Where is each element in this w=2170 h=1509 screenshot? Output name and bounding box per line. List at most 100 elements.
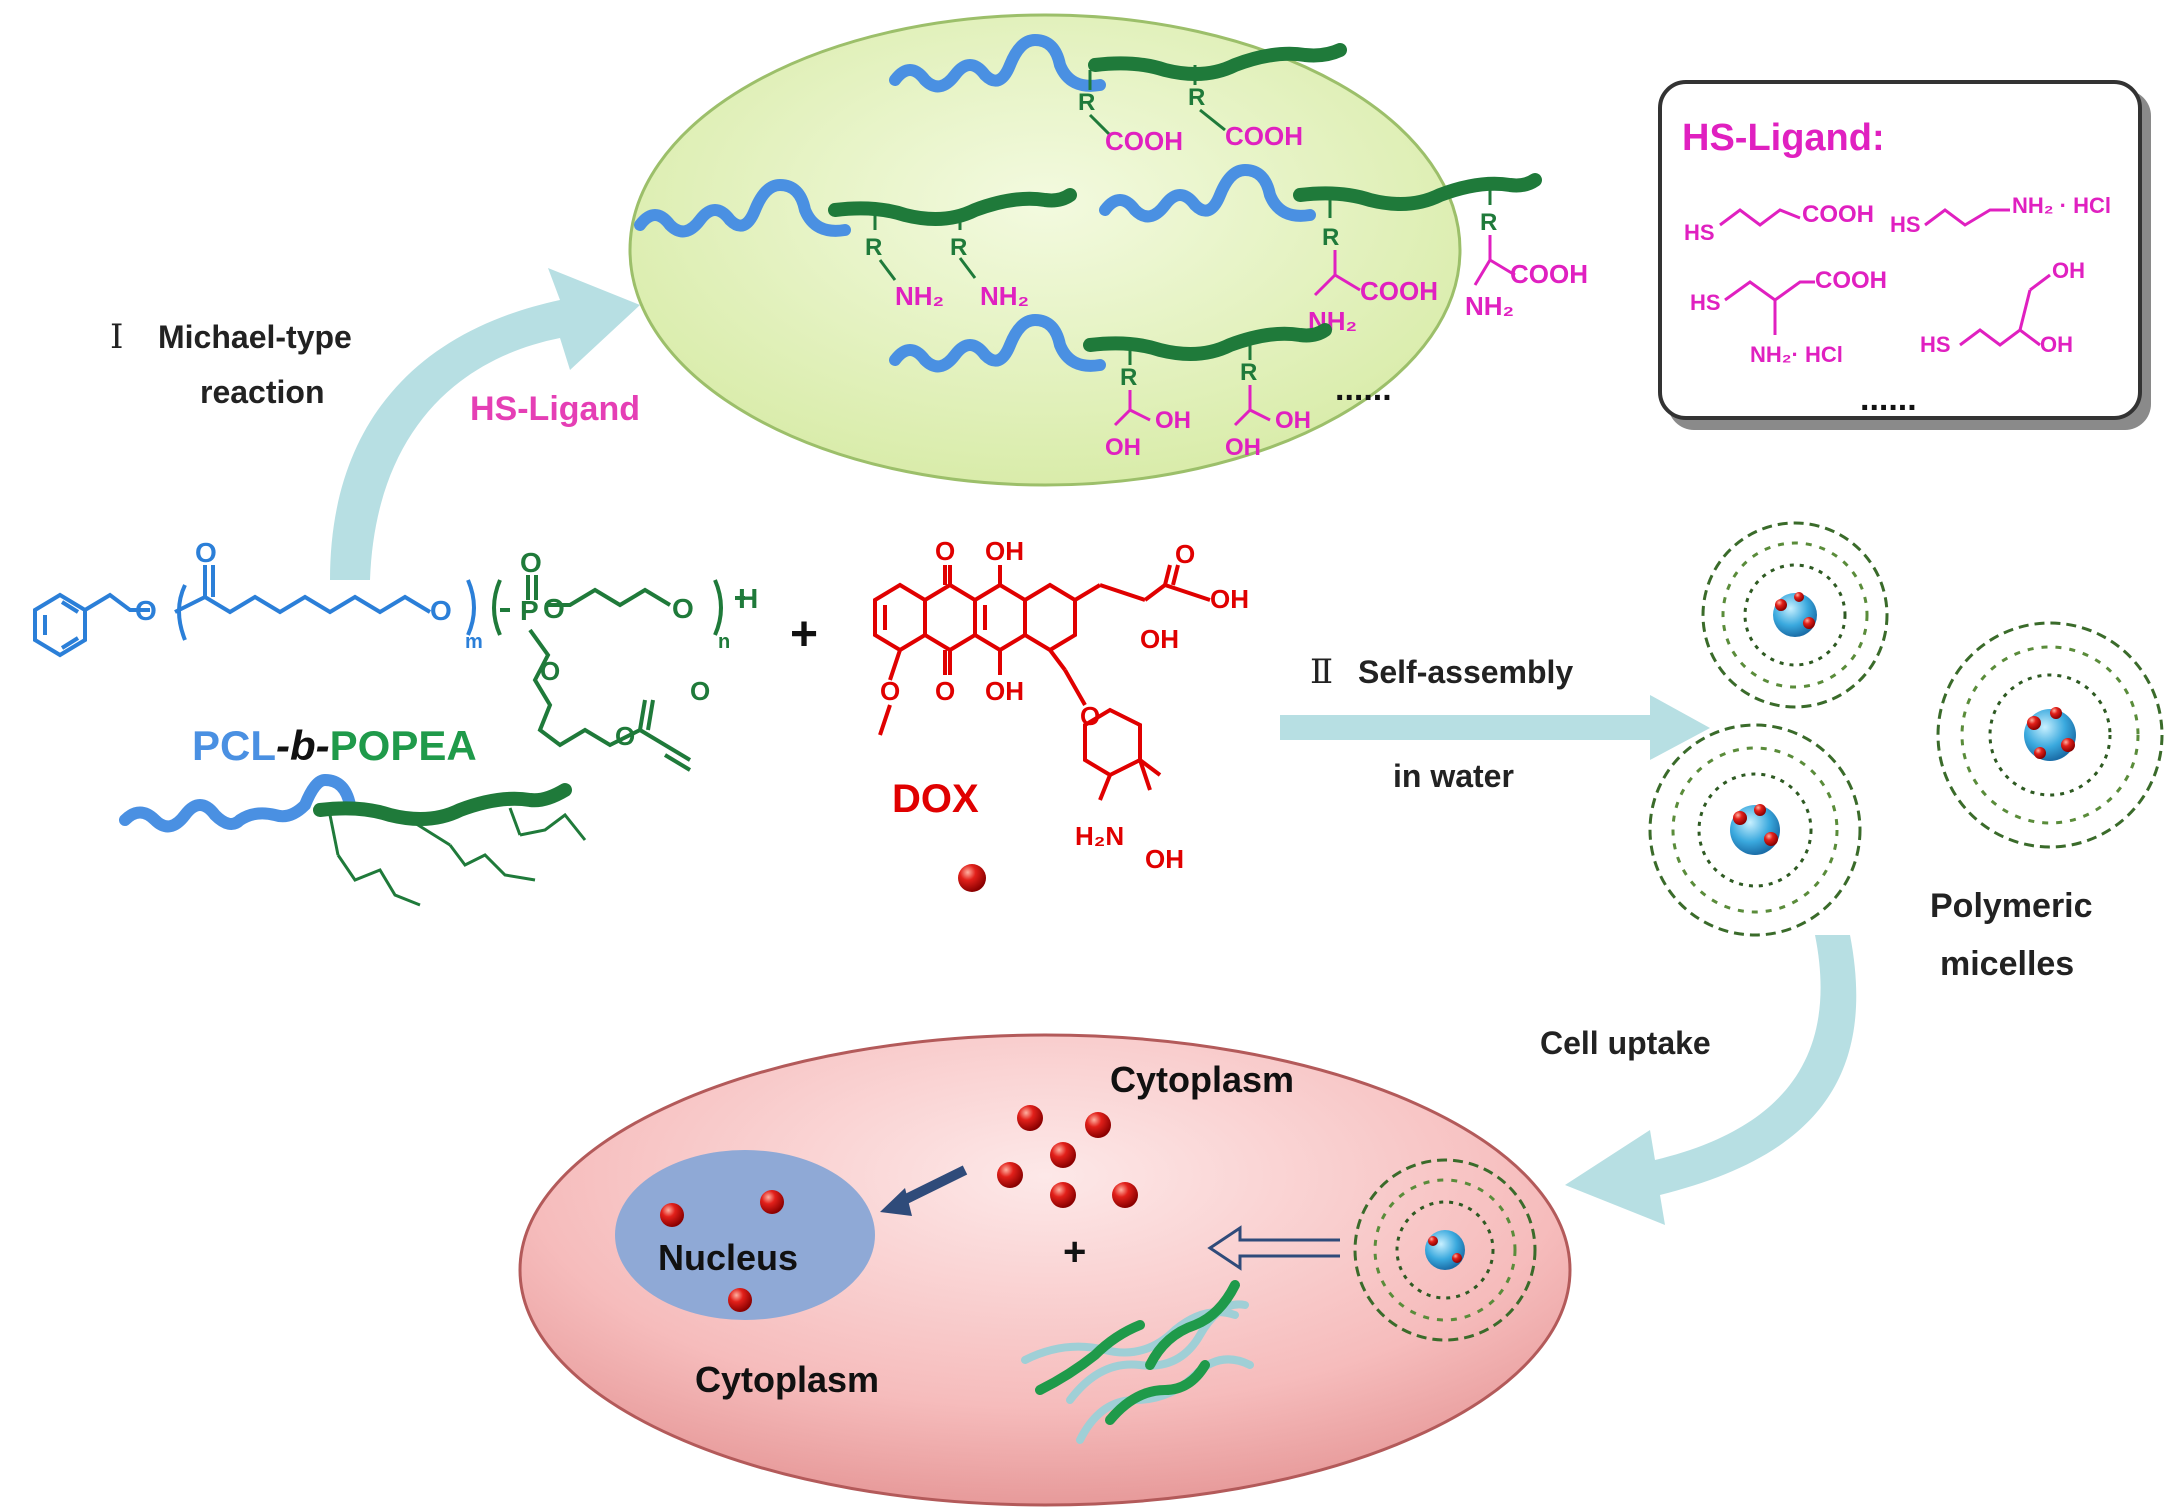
step1-line2: reaction bbox=[200, 374, 324, 410]
r-label: R bbox=[1120, 364, 1137, 391]
cell-plus-sign: + bbox=[1063, 1230, 1086, 1274]
dox-label: DOX bbox=[892, 777, 979, 821]
dox-oh-ring: OH bbox=[1140, 624, 1179, 654]
ligand3-group1: COOH bbox=[1815, 267, 1887, 294]
r-label: R bbox=[865, 234, 882, 261]
dox-oh-sugar: OH bbox=[1145, 844, 1184, 874]
oh-label: OH bbox=[1275, 407, 1311, 434]
subscript-m: m bbox=[465, 631, 483, 653]
micelles-label-1: Polymeric bbox=[1930, 887, 2093, 925]
dox-o-sugar: O bbox=[1175, 539, 1195, 569]
p-atom: P bbox=[520, 595, 539, 626]
copolymer-cartoon bbox=[119, 773, 587, 907]
name-pcl: PCL bbox=[192, 722, 276, 769]
dox-ball bbox=[728, 1288, 752, 1312]
o-atom: O bbox=[520, 547, 542, 578]
o-atom: O bbox=[615, 721, 635, 751]
plus-sign: + bbox=[790, 608, 818, 661]
micelle bbox=[1648, 723, 1862, 937]
o-atom: O bbox=[672, 593, 694, 624]
o-atom: O bbox=[430, 595, 452, 626]
o-atom: O bbox=[543, 593, 565, 624]
product-polymer-amino-acid bbox=[1099, 163, 1542, 297]
product-polymer-nh2 bbox=[634, 178, 1077, 281]
cell-uptake-label: Cell uptake bbox=[1540, 1025, 1711, 1061]
r-label: R bbox=[1322, 224, 1339, 251]
copolymer-structure bbox=[33, 565, 745, 772]
ligand-thioglycerol bbox=[1959, 273, 2051, 347]
o-atom: O bbox=[690, 676, 710, 706]
r-label: R bbox=[1078, 89, 1095, 116]
name-b: -b- bbox=[276, 722, 330, 769]
ligand2-group: NH₂ · HCl bbox=[2012, 193, 2111, 218]
dox-o-methoxy: O bbox=[880, 676, 900, 706]
ligand1-hs: HS bbox=[1684, 220, 1715, 245]
step1-numeral: Ⅰ bbox=[110, 317, 123, 357]
products-ellipsis: ...... bbox=[1335, 370, 1392, 408]
dox-ball bbox=[1050, 1142, 1076, 1168]
cooh-label: COOH bbox=[1510, 259, 1588, 289]
oh-label: OH bbox=[1155, 407, 1191, 434]
arrow-cell-uptake bbox=[1565, 935, 1857, 1225]
arrowhead-to-nucleus bbox=[880, 1188, 912, 1216]
dox-h2n: H₂N bbox=[1075, 821, 1124, 851]
ligand-box-ellipsis: ...... bbox=[1860, 380, 1917, 418]
nucleus bbox=[615, 1150, 875, 1320]
ligand4-hs: HS bbox=[1920, 332, 1951, 357]
micelle-in-cell bbox=[1353, 1158, 1537, 1342]
step2-line1: Self-assembly bbox=[1358, 654, 1573, 690]
ligand-mercaptopropionic-acid bbox=[1719, 208, 1801, 227]
dox-oh-right: OH bbox=[1210, 584, 1249, 614]
disassembled-polymers bbox=[1021, 1280, 1254, 1444]
dox-structure bbox=[873, 564, 1211, 801]
dox-oh-bottom: OH bbox=[985, 676, 1024, 706]
step2-numeral: Ⅱ bbox=[1310, 652, 1333, 692]
dox-ball bbox=[1085, 1112, 1111, 1138]
ligand-box bbox=[1658, 80, 2142, 420]
r-label: R bbox=[950, 234, 967, 261]
micelle bbox=[1701, 521, 1889, 709]
ligand-box-title: HS-Ligand: bbox=[1682, 117, 1885, 159]
ligand-cysteamine bbox=[1924, 208, 2010, 227]
dox-ball bbox=[1112, 1182, 1138, 1208]
dox-ball bbox=[1017, 1105, 1043, 1131]
dox-ball bbox=[958, 864, 986, 892]
micelles-label-2: micelles bbox=[1940, 945, 2074, 983]
ligand3-group2: NH₂· HCl bbox=[1750, 342, 1843, 367]
dox-o-bottom: O bbox=[935, 676, 955, 706]
ligand2-hs: HS bbox=[1890, 212, 1921, 237]
dox-o-glycoside: O bbox=[1080, 701, 1100, 731]
subscript-n: n bbox=[718, 631, 730, 653]
ligand-cysteine bbox=[1724, 280, 1815, 335]
r-label: R bbox=[1480, 209, 1497, 236]
dox-ball bbox=[997, 1162, 1023, 1188]
arrow1-label: HS-Ligand bbox=[470, 390, 640, 428]
o-atom: O bbox=[195, 537, 217, 568]
dox-oh-top: OH bbox=[985, 536, 1024, 566]
cooh-label: COOH bbox=[1225, 121, 1303, 151]
oh-label: OH bbox=[1105, 434, 1141, 461]
step2-line2: in water bbox=[1393, 758, 1514, 794]
cell bbox=[518, 1033, 1572, 1507]
cooh-label: COOH bbox=[1105, 126, 1183, 156]
ligand4-oh1: OH bbox=[2052, 258, 2085, 283]
h-atom: H bbox=[738, 583, 758, 614]
product-polymer-cooh bbox=[889, 33, 1347, 137]
arrow-self-assembly bbox=[1280, 695, 1710, 760]
name-popea: POPEA bbox=[330, 722, 477, 769]
ligand4-oh2: OH bbox=[2040, 332, 2073, 357]
arrow-michael-reaction bbox=[330, 268, 640, 580]
r-label: R bbox=[1188, 84, 1205, 111]
cooh-label: COOH bbox=[1360, 276, 1438, 306]
dox-ball bbox=[760, 1190, 784, 1214]
r-label: R bbox=[1240, 359, 1257, 386]
dox-ball bbox=[660, 1203, 684, 1227]
nucleus-label: Nucleus bbox=[658, 1237, 798, 1278]
step1-line1: Michael-type bbox=[158, 319, 352, 355]
o-atom: O bbox=[135, 595, 157, 626]
nh2-label: NH₂ bbox=[895, 281, 944, 311]
cytoplasm-top-label: Cytoplasm bbox=[1110, 1059, 1294, 1100]
product-polymer-diol bbox=[889, 313, 1332, 427]
arrow-release bbox=[1207, 1225, 1340, 1271]
